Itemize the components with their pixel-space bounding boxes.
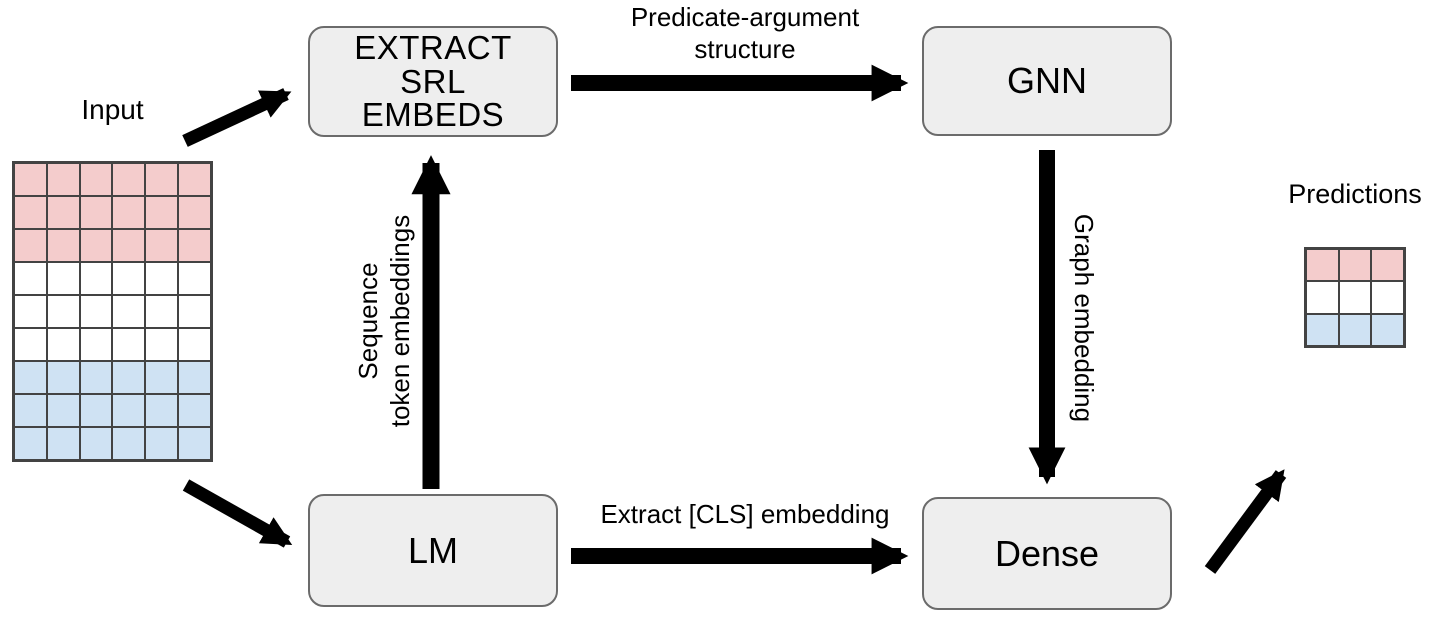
matrix-cell bbox=[145, 163, 179, 196]
edge-label-extract-cls-embedding: Extract [CLS] embedding bbox=[600, 499, 890, 529]
matrix-cell bbox=[46, 229, 80, 262]
matrix-cell bbox=[112, 361, 146, 394]
edge-label-graph-embedding: Graph embedding bbox=[1069, 213, 1099, 423]
matrix-cell bbox=[112, 394, 146, 427]
matrix-cell bbox=[178, 229, 211, 262]
matrix-cell bbox=[14, 295, 47, 328]
edge-label-predicate-argument-structure: Predicate-argument structure bbox=[630, 2, 860, 64]
matrix-cell bbox=[46, 295, 80, 328]
matrix-cell bbox=[46, 361, 80, 394]
matrix-cell bbox=[145, 196, 179, 229]
node-gnn-label: GNN bbox=[1007, 60, 1087, 101]
matrix-cell bbox=[112, 295, 146, 328]
input-matrix bbox=[12, 161, 213, 462]
matrix-cell bbox=[1306, 313, 1339, 346]
matrix-cell bbox=[46, 394, 80, 427]
matrix-cell bbox=[79, 361, 113, 394]
matrix-cell bbox=[79, 427, 113, 460]
matrix-cell bbox=[178, 196, 211, 229]
matrix-cell bbox=[178, 427, 211, 460]
matrix-cell bbox=[112, 427, 146, 460]
node-extract-srl-embeds-label: EXTRACT SRL EMBEDS bbox=[354, 29, 512, 134]
matrix-cell bbox=[112, 229, 146, 262]
node-dense-label: Dense bbox=[994, 532, 1100, 574]
matrix-cell bbox=[14, 328, 47, 361]
matrix-cell bbox=[145, 361, 179, 394]
matrix-cell bbox=[79, 262, 113, 295]
matrix-cell bbox=[178, 163, 211, 196]
matrix-cell bbox=[46, 328, 80, 361]
arrow-dense-to-predictions bbox=[1204, 469, 1287, 574]
matrix-cell bbox=[14, 394, 47, 427]
node-gnn: GNN bbox=[922, 26, 1172, 136]
edge-label-sequence-token-embeddings: Sequence token embeddings bbox=[353, 214, 415, 428]
matrix-cell bbox=[112, 262, 146, 295]
matrix-cell bbox=[1371, 313, 1404, 346]
matrix-cell bbox=[1338, 313, 1372, 346]
matrix-cell bbox=[1306, 281, 1339, 314]
matrix-cell bbox=[79, 163, 113, 196]
matrix-cell bbox=[79, 295, 113, 328]
matrix-cell bbox=[79, 229, 113, 262]
predictions-matrix bbox=[1304, 247, 1406, 348]
node-dense: Dense bbox=[922, 497, 1172, 610]
matrix-cell bbox=[46, 262, 80, 295]
predictions-label: Predictions bbox=[1288, 179, 1422, 209]
matrix-cell bbox=[1338, 249, 1372, 282]
matrix-cell bbox=[1306, 249, 1339, 282]
matrix-cell bbox=[145, 229, 179, 262]
matrix-cell bbox=[79, 328, 113, 361]
matrix-cell bbox=[178, 361, 211, 394]
arrow-input-to-lm bbox=[182, 479, 293, 548]
matrix-cell bbox=[178, 262, 211, 295]
matrix-cell bbox=[178, 394, 211, 427]
node-extract-srl-embeds: EXTRACT SRL EMBEDS bbox=[308, 26, 558, 137]
matrix-cell bbox=[1371, 249, 1404, 282]
matrix-cell bbox=[46, 163, 80, 196]
matrix-cell bbox=[112, 328, 146, 361]
matrix-cell bbox=[145, 427, 179, 460]
matrix-cell bbox=[46, 427, 80, 460]
matrix-cell bbox=[1371, 281, 1404, 314]
matrix-cell bbox=[14, 262, 47, 295]
matrix-cell bbox=[112, 163, 146, 196]
matrix-cell bbox=[79, 196, 113, 229]
matrix-cell bbox=[145, 295, 179, 328]
matrix-cell bbox=[14, 361, 47, 394]
node-lm-label: LM bbox=[407, 529, 458, 571]
matrix-cell bbox=[112, 196, 146, 229]
matrix-cell bbox=[178, 328, 211, 361]
matrix-cell bbox=[79, 394, 113, 427]
input-label: Input bbox=[81, 94, 144, 125]
matrix-cell bbox=[14, 427, 47, 460]
matrix-cell bbox=[1338, 281, 1372, 314]
matrix-cell bbox=[145, 328, 179, 361]
matrix-cell bbox=[178, 295, 211, 328]
matrix-cell bbox=[46, 196, 80, 229]
arrow-input-to-extract bbox=[182, 88, 292, 147]
node-lm: LM bbox=[308, 494, 558, 607]
matrix-cell bbox=[145, 394, 179, 427]
matrix-cell bbox=[14, 196, 47, 229]
matrix-cell bbox=[145, 262, 179, 295]
matrix-cell bbox=[14, 163, 47, 196]
matrix-cell bbox=[14, 229, 47, 262]
